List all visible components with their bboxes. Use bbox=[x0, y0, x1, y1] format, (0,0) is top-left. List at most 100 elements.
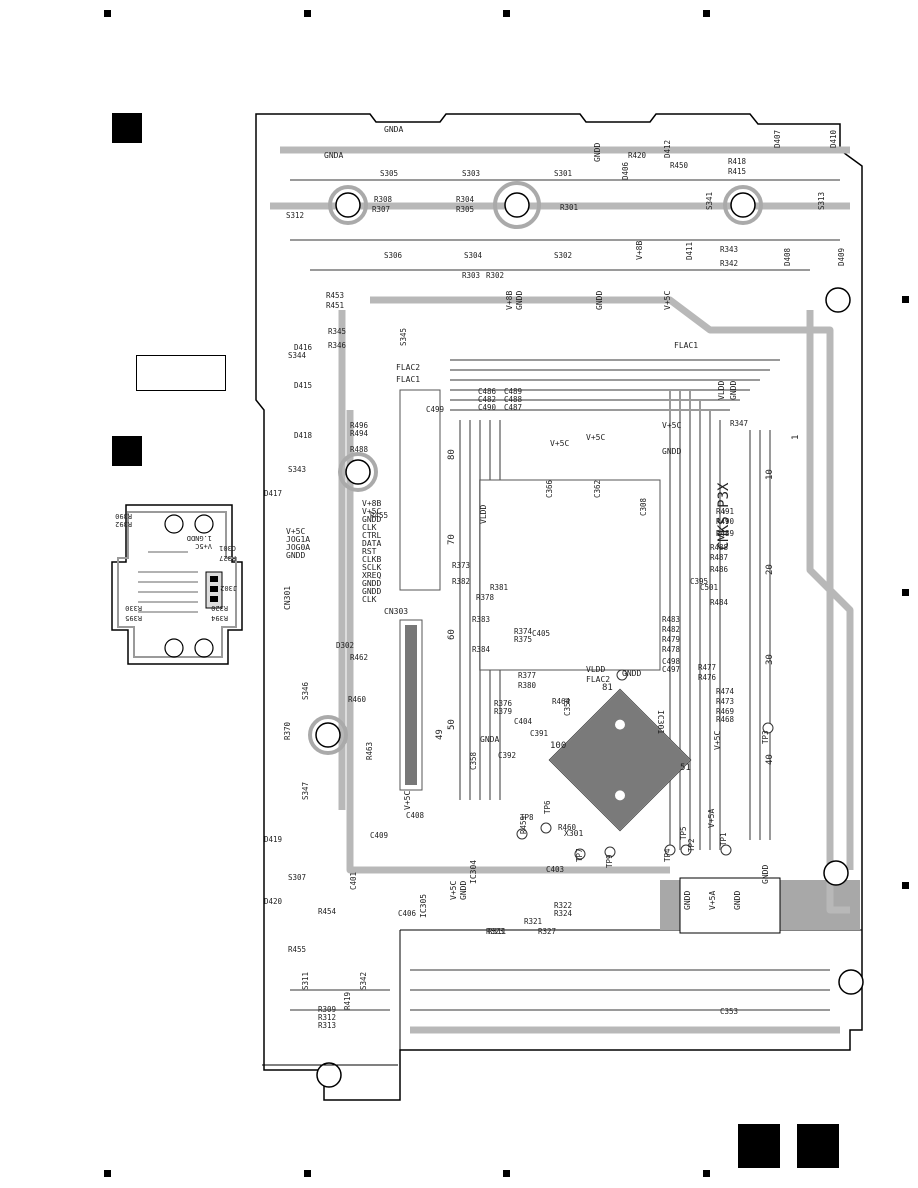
test-point-label: TP2 bbox=[687, 838, 696, 852]
svg-text:V+5C: V+5C bbox=[362, 507, 381, 516]
resistor-label: R305 bbox=[456, 205, 474, 214]
main-pcb: GNDA GNDA GNDD V+8B V+8B GNDD GNDD V+5C … bbox=[255, 113, 864, 1101]
capacitor-label: C486 bbox=[478, 387, 497, 396]
registration-mark bbox=[503, 1170, 510, 1177]
switch-label: S312 bbox=[286, 211, 304, 220]
led-label: D406 bbox=[621, 161, 630, 180]
capacitor-label: C403 bbox=[546, 865, 564, 874]
resistor-label: R374 bbox=[514, 627, 533, 636]
resistor-label: R373 bbox=[452, 561, 470, 570]
resistor-label: R460 bbox=[558, 823, 577, 832]
resistor-label: R450 bbox=[670, 161, 689, 170]
net-label: GNDD bbox=[729, 381, 738, 400]
capacitor-label: C308 bbox=[639, 497, 648, 516]
resistor-label: R322 bbox=[554, 901, 572, 910]
net-label: V+5A bbox=[708, 891, 717, 910]
test-point-label: TP5 bbox=[679, 826, 688, 840]
resistor-label: R377 bbox=[518, 671, 536, 680]
test-point-label: TP3 bbox=[761, 730, 770, 744]
led-label: D419 bbox=[264, 835, 282, 844]
resistor-label: R474 bbox=[716, 687, 735, 696]
led-label: D411 bbox=[685, 242, 694, 260]
test-point-label: TP4 bbox=[663, 848, 672, 862]
switch-label: S304 bbox=[464, 251, 483, 260]
led-label: D420 bbox=[264, 897, 283, 906]
net-label: GNDD bbox=[662, 447, 681, 456]
net-label: V+5C bbox=[663, 291, 672, 310]
svg-text:DATA: DATA bbox=[362, 539, 381, 548]
net-label: V+5C bbox=[550, 439, 569, 448]
resistor-label: R488 bbox=[350, 445, 369, 454]
resistor-label: R486 bbox=[710, 565, 729, 574]
capacitor-label: C405 bbox=[532, 629, 550, 638]
led-label: D408 bbox=[783, 247, 792, 266]
led-label: D415 bbox=[294, 381, 312, 390]
capacitor-label: C358 bbox=[469, 751, 478, 770]
resistor-label: R343 bbox=[720, 245, 738, 254]
cn301-signal: V+5C bbox=[286, 527, 305, 536]
sub-board-label: V+5C bbox=[195, 542, 212, 550]
led-label: D417 bbox=[264, 489, 282, 498]
led-label: D407 bbox=[773, 130, 782, 148]
ic-label: X301 bbox=[564, 829, 583, 838]
pin-number: 60 bbox=[447, 629, 457, 640]
capacitor-label: C490 bbox=[478, 403, 497, 412]
registration-mark bbox=[304, 1170, 311, 1177]
sub-board-label: R330 bbox=[125, 604, 142, 612]
resistor-label: R451 bbox=[326, 301, 344, 310]
svg-text:XREQ: XREQ bbox=[362, 571, 381, 580]
footer-rule bbox=[262, 1064, 398, 1066]
switch-label: S301 bbox=[554, 169, 572, 178]
net-label: GNDA bbox=[480, 735, 499, 744]
cn303-signal-list: V+8B V+5C GNDD CLK CTRL DATA RST CLKB SC… bbox=[362, 499, 381, 604]
led-label: D416 bbox=[294, 343, 313, 352]
capacitor-label: C489 bbox=[504, 387, 522, 396]
capacitor-label: C488 bbox=[504, 395, 523, 404]
resistor-label: R464 bbox=[552, 697, 571, 706]
resistor-label: R487 bbox=[710, 553, 728, 562]
resistor-label: R307 bbox=[372, 205, 390, 214]
net-label: VLDD bbox=[717, 381, 726, 400]
resistor-label: R455 bbox=[288, 945, 306, 954]
net-label: V+8B bbox=[635, 241, 644, 260]
test-point-label: TP7 bbox=[575, 848, 584, 862]
switch-label: S303 bbox=[462, 169, 480, 178]
test-point-label: TP6 bbox=[543, 800, 552, 814]
resistor-label: R459 bbox=[519, 816, 528, 834]
resistor-label: R321 bbox=[524, 917, 542, 926]
pin-number: 49 bbox=[435, 729, 445, 740]
resistor-label: R419 bbox=[343, 992, 352, 1010]
resistor-label: R488 bbox=[710, 543, 729, 552]
capacitor-label: C499 bbox=[426, 405, 444, 414]
net-label: VLDD bbox=[479, 505, 488, 524]
net-label: V+5C bbox=[662, 421, 681, 430]
pin-number: 70 bbox=[447, 534, 457, 545]
ic-label: IC301 bbox=[656, 710, 665, 734]
resistor-label: R453 bbox=[326, 291, 344, 300]
led-label: D418 bbox=[294, 431, 313, 440]
resistor-label: R477 bbox=[698, 663, 716, 672]
resistor-label: R309 bbox=[318, 1005, 336, 1014]
resistor-label: R468 bbox=[716, 715, 735, 724]
net-label: FLAC2 bbox=[396, 363, 420, 372]
net-label: V+5C bbox=[449, 881, 458, 900]
net-label: FLAC2 bbox=[586, 675, 610, 684]
pin-number: 10 bbox=[765, 469, 775, 480]
resistor-label: R383 bbox=[472, 615, 490, 624]
resistor-label: R301 bbox=[560, 203, 578, 212]
resistor-label: R302 bbox=[486, 271, 504, 280]
pin-number: 80 bbox=[447, 449, 457, 460]
resistor-label: R479 bbox=[662, 635, 680, 644]
ic301-package bbox=[548, 688, 692, 832]
net-label: FLAC1 bbox=[674, 341, 698, 350]
pin-number: 30 bbox=[765, 654, 775, 665]
capacitor-label: C392 bbox=[498, 751, 516, 760]
resistor-label: R463 bbox=[365, 742, 374, 760]
registration-mark bbox=[503, 10, 510, 17]
resistor-label: R312 bbox=[318, 1013, 336, 1022]
resistor-label: R483 bbox=[662, 615, 680, 624]
resistor-label: R484 bbox=[710, 598, 729, 607]
test-point-label: TP9 bbox=[605, 854, 614, 868]
resistor-label: R378 bbox=[476, 593, 495, 602]
cn301-signal: JOG1A bbox=[286, 535, 310, 544]
